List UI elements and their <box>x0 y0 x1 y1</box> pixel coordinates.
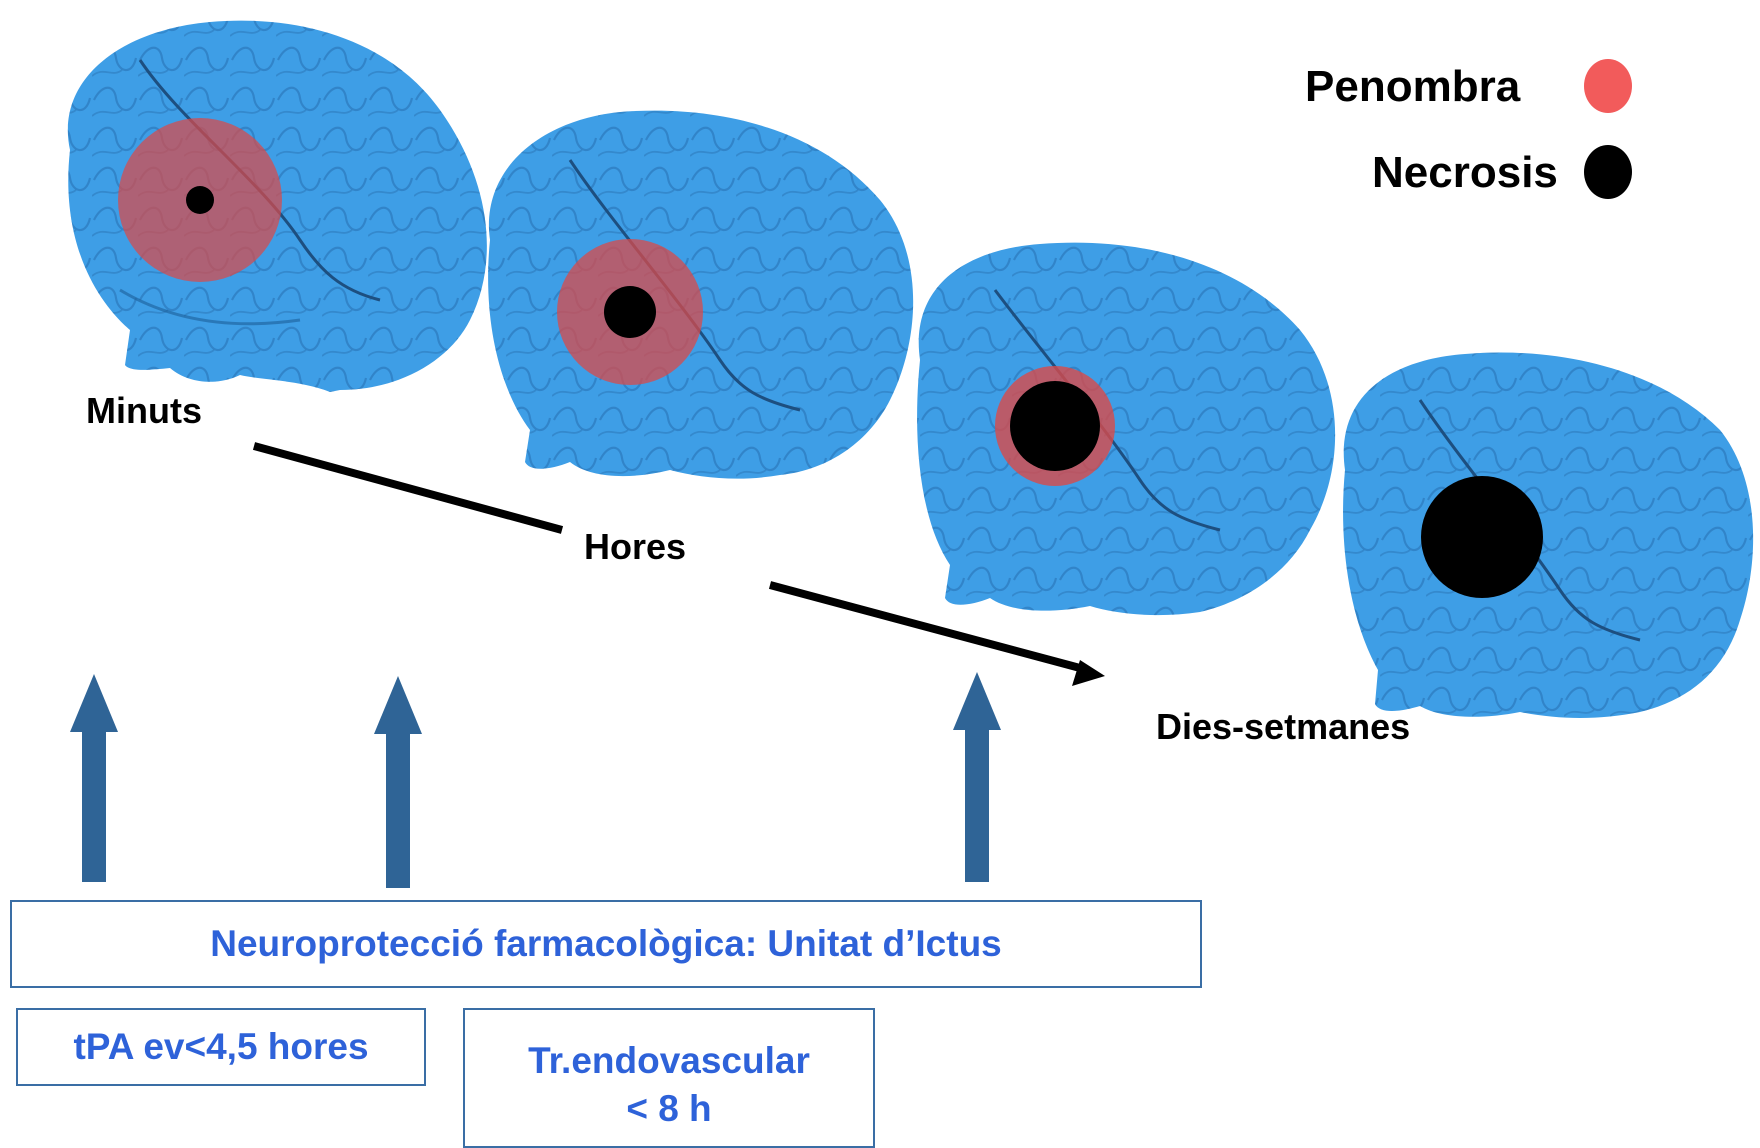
penumbra-legend-marker <box>1584 59 1632 113</box>
necrosis-core <box>1010 381 1100 471</box>
timeline-line <box>254 446 562 530</box>
endovascular-box: Tr.endovascular < 8 h <box>463 1008 875 1148</box>
neuroprotection-text: Neuroprotecció farmacològica: Unitat d’I… <box>210 923 1002 965</box>
up-arrow <box>374 676 422 888</box>
hours-label: Hores <box>584 526 686 568</box>
up-arrow <box>70 674 118 882</box>
penumbra-legend-label: Penombra <box>1305 62 1520 112</box>
tpa-text: tPA ev<4,5 hores <box>73 1026 368 1068</box>
minutes-label: Minuts <box>86 390 202 432</box>
necrosis-core <box>186 186 214 214</box>
necrosis-core <box>1421 476 1543 598</box>
days-weeks-label: Dies-setmanes <box>1156 706 1410 748</box>
necrosis-core <box>604 286 656 338</box>
brain-hours <box>488 111 913 479</box>
treatment-arrows <box>70 672 1001 888</box>
endovascular-text-line2: < 8 h <box>626 1088 711 1130</box>
tpa-box: tPA ev<4,5 hores <box>16 1008 426 1086</box>
brain-minutes <box>68 21 487 392</box>
brain-hours-late <box>917 243 1335 616</box>
necrosis-legend-label: Necrosis <box>1372 148 1558 198</box>
neuroprotection-box: Neuroprotecció farmacològica: Unitat d’I… <box>10 900 1202 988</box>
up-arrow <box>953 672 1001 882</box>
brain-days-weeks <box>1343 353 1753 718</box>
endovascular-text-line1: Tr.endovascular <box>528 1040 810 1082</box>
necrosis-legend-marker <box>1584 145 1632 199</box>
